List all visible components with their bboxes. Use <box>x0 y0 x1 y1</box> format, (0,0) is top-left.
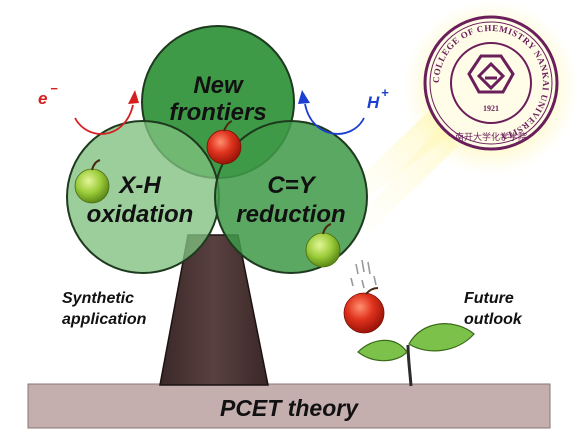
red-apple-top <box>206 120 242 165</box>
seal-year: 1921 <box>483 104 499 113</box>
tree-trunk <box>159 234 269 386</box>
seal-chinese-text: 南开大学化学学院 <box>455 131 527 143</box>
electron-charge: − <box>50 81 58 96</box>
proton-arrowhead <box>298 90 310 104</box>
electron-symbol: e <box>38 89 47 108</box>
proton-symbol: H <box>367 93 380 112</box>
falling-red-apple <box>343 259 385 334</box>
circle-right-line1: C=Y <box>267 172 316 199</box>
right-text-line2: outlook <box>464 311 523 328</box>
base-label: PCET theory <box>220 395 359 421</box>
proton-charge: + <box>381 85 389 100</box>
seal-emblem-icon <box>467 54 515 94</box>
right-text-line1: Future <box>464 290 514 307</box>
nankai-chemistry-seal: COLLEGE OF CHEMISTRY NANKAI UNIVERSITY 1… <box>423 15 559 151</box>
circle-left-line2: oxidation <box>87 201 194 228</box>
circle-left-line1: X-H <box>117 172 161 199</box>
seedling-icon <box>357 323 475 387</box>
proton-arrow <box>304 103 365 135</box>
left-text-line2: application <box>62 311 147 328</box>
green-apple-left <box>74 159 110 204</box>
left-text-line1: Synthetic <box>62 290 134 307</box>
green-apple-right <box>305 223 341 268</box>
ground-bar <box>27 383 551 429</box>
circle-top-line2: frontiers <box>169 99 266 126</box>
electron-arrow <box>74 104 134 135</box>
light-beam-2 <box>356 126 458 232</box>
circle-right-line2: reduction <box>236 201 345 228</box>
light-beam-1 <box>344 110 454 205</box>
electron-arrowhead <box>128 90 139 104</box>
circle-top-line1: New <box>193 72 244 99</box>
